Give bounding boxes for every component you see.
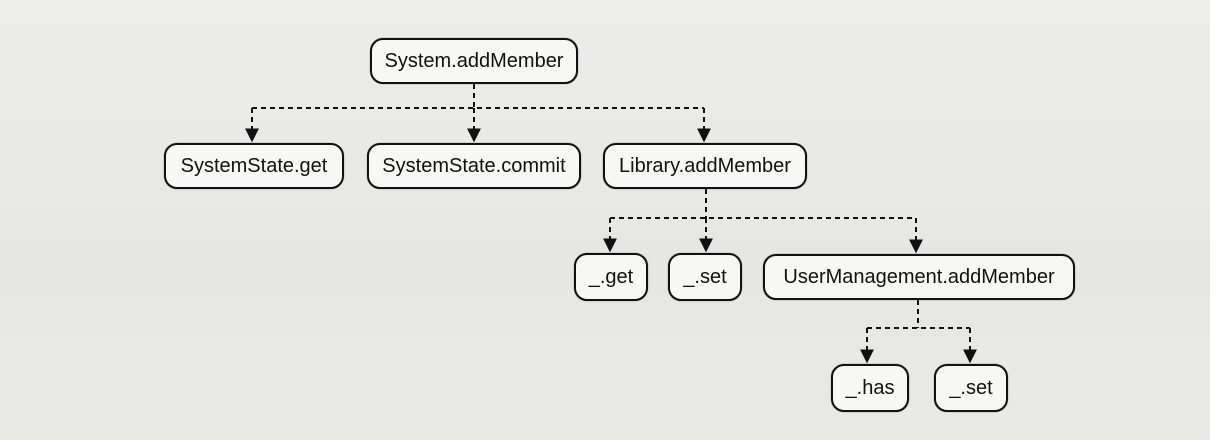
node-lib-set: _.set [668,253,742,301]
node-system-add-member: System.addMember [370,38,578,84]
node-um-has: _.has [831,364,909,412]
node-systemstate-get: SystemState.get [164,143,344,189]
node-usermanagement-add-member: UserManagement.addMember [763,254,1075,300]
node-systemstate-commit: SystemState.commit [367,143,581,189]
node-lib-get: _.get [574,253,648,301]
node-um-set: _.set [934,364,1008,412]
node-library-add-member: Library.addMember [603,143,807,189]
